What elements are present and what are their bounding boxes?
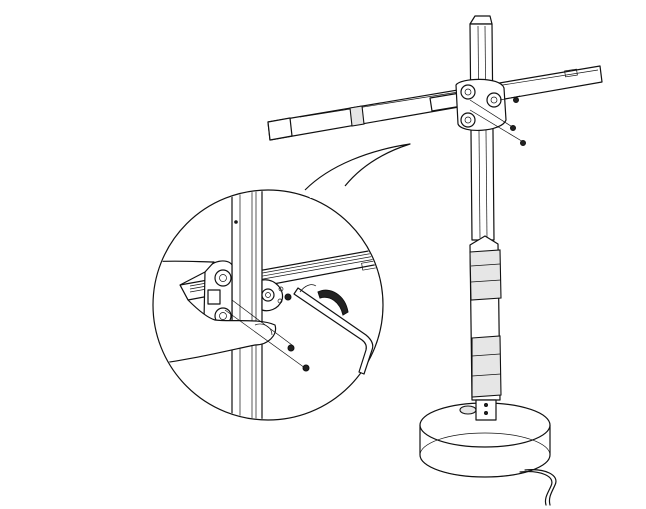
lamp-arm	[267, 65, 603, 141]
rotation-arrow	[317, 289, 349, 316]
lamp-pole	[469, 15, 502, 421]
screw	[469, 95, 526, 146]
hex-key	[293, 287, 374, 375]
detail-callout	[152, 143, 411, 421]
power-cord	[524, 469, 557, 506]
screw	[224, 299, 310, 372]
arm-joint	[455, 78, 507, 131]
hand	[154, 260, 277, 366]
